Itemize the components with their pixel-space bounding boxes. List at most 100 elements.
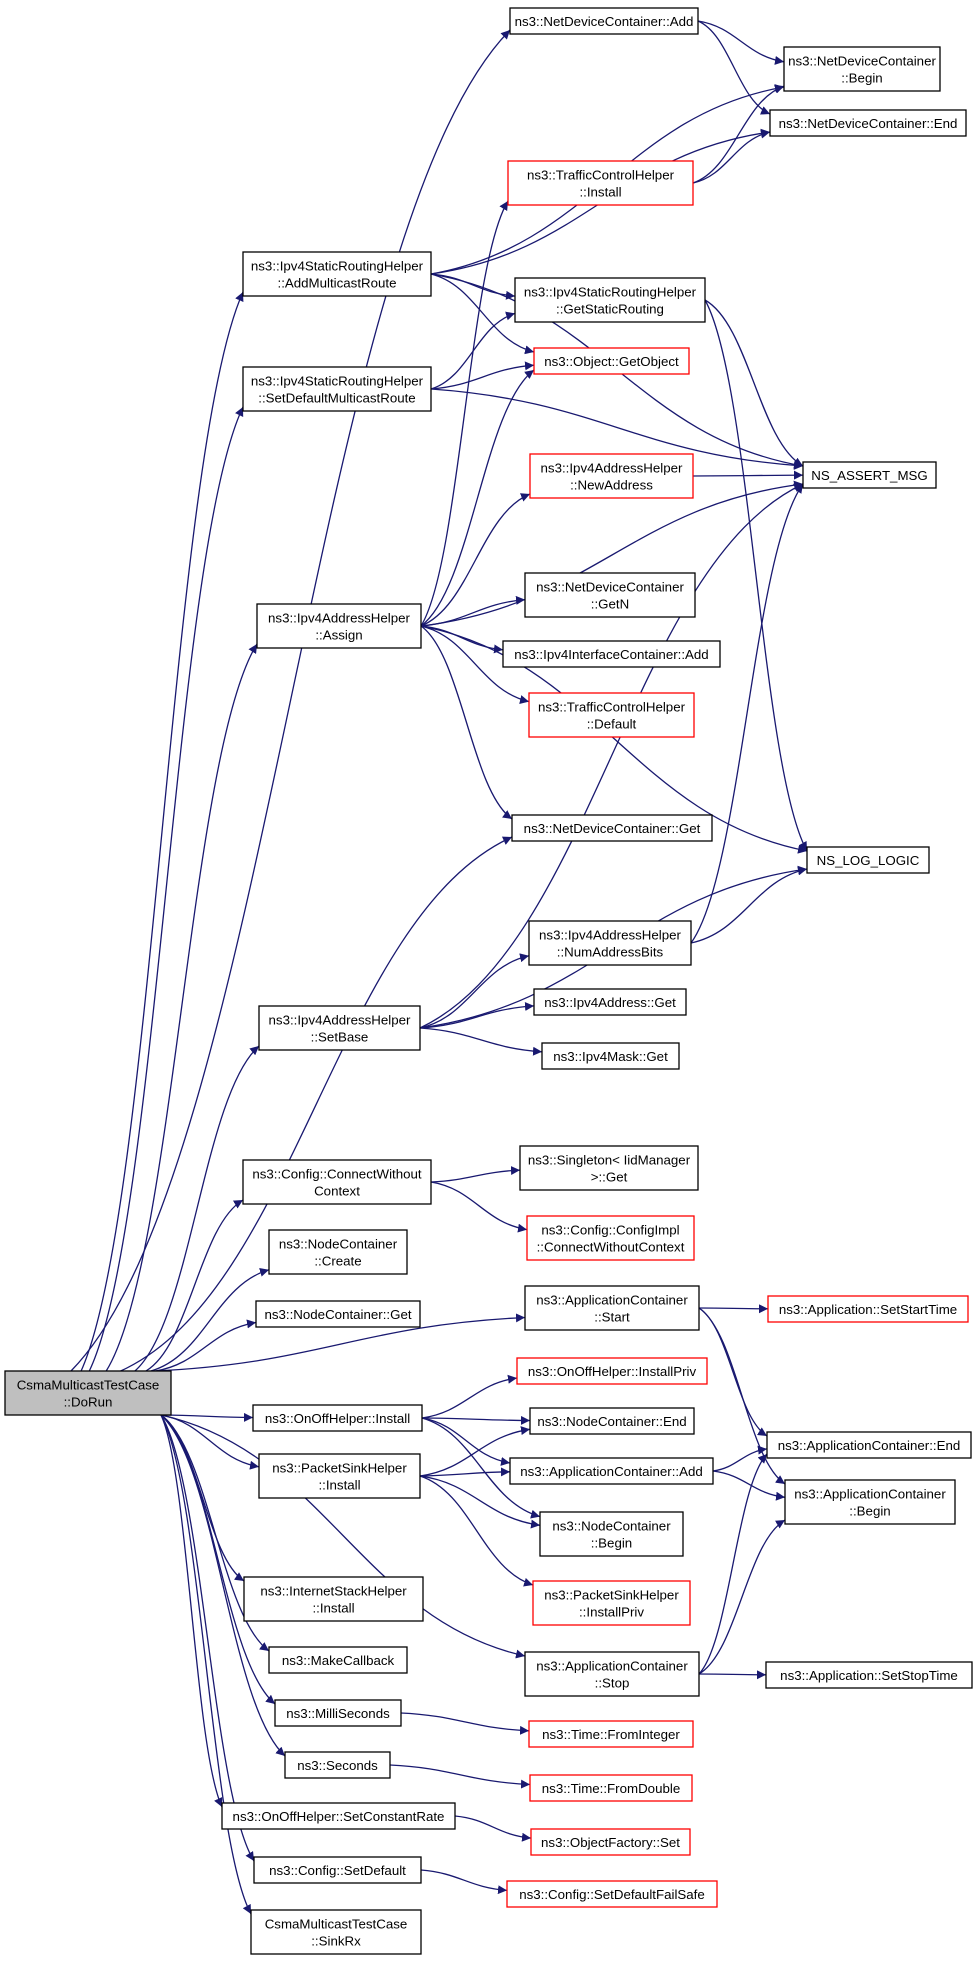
node-label-line: CsmaMulticastTestCase bbox=[17, 1378, 160, 1393]
node-ac-end[interactable]: ns3::ApplicationContainer::End bbox=[766, 1431, 972, 1459]
node-ns-assert[interactable]: NS_ASSERT_MSG bbox=[802, 461, 937, 489]
node-milliseconds[interactable]: ns3::MilliSeconds bbox=[274, 1699, 402, 1727]
node-box bbox=[243, 1576, 424, 1622]
node-nc-create[interactable]: ns3::NodeContainer::Create bbox=[268, 1229, 408, 1275]
node-label-line: ::GetStaticRouting bbox=[556, 302, 664, 317]
node-label-line: ::Create bbox=[314, 1254, 361, 1269]
edge-iah_nab-to-ns_assert bbox=[690, 483, 804, 944]
node-box bbox=[526, 1215, 695, 1261]
node-box bbox=[802, 461, 937, 489]
node-box bbox=[507, 160, 694, 206]
edge-root-to-iah_assign bbox=[105, 643, 258, 1372]
node-isrh-amr[interactable]: ns3::Ipv4StaticRoutingHelper::AddMultica… bbox=[242, 251, 432, 297]
node-ish-install[interactable]: ns3::InternetStackHelper::Install bbox=[243, 1576, 424, 1622]
node-ooh-installpriv[interactable]: ns3::OnOffHelper::InstallPriv bbox=[516, 1357, 708, 1385]
node-label-line: ns3::Ipv4StaticRoutingHelper bbox=[251, 374, 424, 389]
node-cfgimpl-cwc[interactable]: ns3::Config::ConfigImpl::ConnectWithoutC… bbox=[526, 1215, 695, 1261]
edge-root-to-ish_install bbox=[160, 1414, 245, 1582]
node-iic-add[interactable]: ns3::Ipv4InterfaceContainer::Add bbox=[502, 640, 721, 668]
edge-root-to-makecallback bbox=[160, 1414, 270, 1652]
node-label-line: ::Install bbox=[312, 1601, 354, 1616]
node-ns-log[interactable]: NS_LOG_LOGIC bbox=[806, 846, 930, 874]
node-psh-installpriv[interactable]: ns3::PacketSinkHelper::InstallPriv bbox=[532, 1580, 691, 1626]
node-seconds[interactable]: ns3::Seconds bbox=[284, 1751, 391, 1779]
edge-isrh_gsr-to-ns_assert bbox=[704, 299, 804, 467]
edge-root-to-ndc_add bbox=[70, 29, 511, 1372]
edge-ooh_install-to-ooh_installpriv bbox=[421, 1374, 518, 1419]
node-isrh-gsr[interactable]: ns3::Ipv4StaticRoutingHelper::GetStaticR… bbox=[514, 277, 706, 323]
node-root[interactable]: CsmaMulticastTestCase::DoRun bbox=[4, 1370, 172, 1416]
node-box bbox=[524, 1651, 700, 1697]
node-ac-begin[interactable]: ns3::ApplicationContainer::Begin bbox=[784, 1479, 956, 1525]
node-ipv4mask-get[interactable]: ns3::Ipv4Mask::Get bbox=[541, 1042, 680, 1070]
node-ndc-getn[interactable]: ns3::NetDeviceContainer::GetN bbox=[524, 572, 696, 618]
edge-root-to-ac_stop bbox=[160, 1414, 526, 1659]
node-obj-getobj[interactable]: ns3::Object::GetObject bbox=[533, 347, 690, 375]
node-box bbox=[528, 1720, 694, 1748]
node-label-line: ns3::ApplicationContainer::Add bbox=[520, 1464, 703, 1479]
node-label-line: ::Begin bbox=[849, 1504, 890, 1519]
edge-ooh_install-to-nc_begin bbox=[421, 1417, 541, 1519]
node-label-line: ::Install bbox=[579, 185, 621, 200]
node-iah-nab[interactable]: ns3::Ipv4AddressHelper::NumAddressBits bbox=[528, 920, 692, 966]
node-box bbox=[242, 1159, 432, 1205]
node-nc-get[interactable]: ns3::NodeContainer::Get bbox=[255, 1300, 421, 1328]
edge-ac_start-to-app_sst bbox=[698, 1304, 769, 1314]
node-label-line: ns3::OnOffHelper::Install bbox=[265, 1411, 410, 1426]
node-of-set[interactable]: ns3::ObjectFactory::Set bbox=[530, 1828, 691, 1856]
node-ndc-begin[interactable]: ns3::NetDeviceContainer::Begin bbox=[783, 46, 941, 92]
edge-iah_assign-to-tch_install bbox=[420, 200, 509, 627]
node-isrh-sdmr[interactable]: ns3::Ipv4StaticRoutingHelper::SetDefault… bbox=[242, 366, 432, 412]
node-ipv4addr-get[interactable]: ns3::Ipv4Address::Get bbox=[533, 988, 687, 1016]
node-nc-begin[interactable]: ns3::NodeContainer::Begin bbox=[539, 1511, 684, 1557]
node-cfg-setdefault[interactable]: ns3::Config::SetDefault bbox=[253, 1856, 422, 1884]
node-ooh-install[interactable]: ns3::OnOffHelper::Install bbox=[252, 1404, 423, 1432]
node-app-sstop[interactable]: ns3::Application::SetStopTime bbox=[765, 1661, 973, 1689]
node-time-fromdouble[interactable]: ns3::Time::FromDouble bbox=[529, 1774, 693, 1802]
node-ooh-scr[interactable]: ns3::OnOffHelper::SetConstantRate bbox=[221, 1802, 456, 1830]
node-singleton-get[interactable]: ns3::Singleton< IidManager>::Get bbox=[519, 1145, 699, 1191]
node-label-line: ns3::NodeContainer::Get bbox=[264, 1307, 411, 1322]
node-iah-newaddr[interactable]: ns3::Ipv4AddressHelper::NewAddress bbox=[529, 453, 694, 499]
node-app-sst[interactable]: ns3::Application::SetStartTime bbox=[767, 1295, 969, 1323]
node-tch-install[interactable]: ns3::TrafficControlHelper::Install bbox=[507, 160, 694, 206]
node-iah-setbase[interactable]: ns3::Ipv4AddressHelper::SetBase bbox=[258, 1005, 421, 1051]
edge-iah_assign-to-ns_log bbox=[420, 625, 808, 854]
node-ac-add[interactable]: ns3::ApplicationContainer::Add bbox=[509, 1457, 714, 1485]
node-box bbox=[765, 1661, 973, 1689]
node-nc-end[interactable]: ns3::NodeContainer::End bbox=[529, 1407, 695, 1435]
node-label-line: ns3::Ipv4AddressHelper bbox=[268, 611, 410, 626]
node-ndc-add[interactable]: ns3::NetDeviceContainer::Add bbox=[509, 7, 699, 35]
node-label-line: ns3::Config::ConnectWithout bbox=[252, 1167, 422, 1182]
edge-ac_add-to-ac_end bbox=[712, 1445, 768, 1472]
edge-ac_start-to-ac_end bbox=[698, 1307, 768, 1437]
edge-isrh_gsr-to-ns_log bbox=[704, 299, 808, 852]
node-label-line: ns3::TrafficControlHelper bbox=[538, 700, 686, 715]
node-ndc-end[interactable]: ns3::NetDeviceContainer::End bbox=[769, 109, 967, 137]
node-box bbox=[274, 1699, 402, 1727]
edge-cfg_setdefault-to-cfg_sdfs bbox=[420, 1869, 508, 1895]
node-tch-default[interactable]: ns3::TrafficControlHelper::Default bbox=[528, 692, 695, 738]
node-time-fromint[interactable]: ns3::Time::FromInteger bbox=[528, 1720, 694, 1748]
node-ac-start[interactable]: ns3::ApplicationContainer::Start bbox=[524, 1285, 700, 1331]
node-label-line: ::AddMulticastRoute bbox=[278, 276, 397, 291]
node-box bbox=[268, 1229, 408, 1275]
edge-ac_stop-to-ac_end bbox=[698, 1453, 768, 1675]
node-label-line: CsmaMulticastTestCase bbox=[265, 1917, 408, 1932]
node-box bbox=[242, 366, 432, 412]
node-ac-stop[interactable]: ns3::ApplicationContainer::Stop bbox=[524, 1651, 700, 1697]
node-label-line: ns3::MakeCallback bbox=[282, 1653, 395, 1668]
node-psh-install[interactable]: ns3::PacketSinkHelper::Install bbox=[258, 1453, 421, 1499]
node-cfg-sdfs[interactable]: ns3::Config::SetDefaultFailSafe bbox=[506, 1880, 718, 1908]
node-label-line: ::Begin bbox=[591, 1536, 632, 1551]
edge-ac_stop-to-app_sstop bbox=[698, 1670, 767, 1680]
node-sinkrx[interactable]: CsmaMulticastTestCase::SinkRx bbox=[250, 1909, 422, 1955]
node-ndc-get[interactable]: ns3::NetDeviceContainer::Get bbox=[511, 814, 713, 842]
edge-cfg_cwc-to-singleton_get bbox=[430, 1166, 521, 1183]
node-label-line: ns3::Application::SetStopTime bbox=[780, 1668, 958, 1683]
node-makecallback[interactable]: ns3::MakeCallback bbox=[268, 1646, 408, 1674]
node-iah-assign[interactable]: ns3::Ipv4AddressHelper::Assign bbox=[256, 603, 422, 649]
node-cfg-cwc[interactable]: ns3::Config::ConnectWithoutContext bbox=[242, 1159, 432, 1205]
node-label-line: ns3::Object::GetObject bbox=[544, 354, 679, 369]
edge-root-to-ac_start bbox=[154, 1313, 526, 1372]
